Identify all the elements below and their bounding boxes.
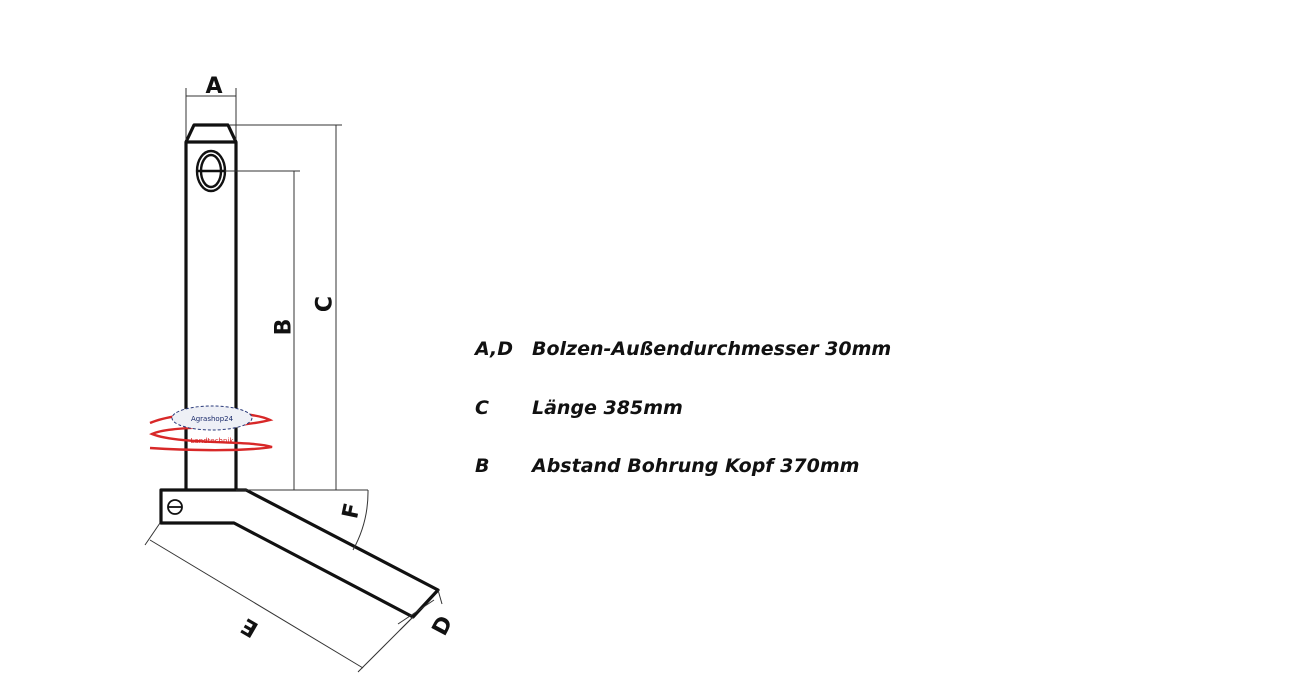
legend-key: A,D	[475, 338, 514, 360]
dim-label-b: B	[272, 319, 297, 336]
pin-bent-base	[159, 488, 440, 619]
dim-label-f: F	[338, 501, 366, 521]
watermark-tagline: Landtechnik	[191, 437, 235, 445]
cross-hole	[195, 149, 227, 193]
base-hole	[167, 499, 183, 515]
legend-description: Abstand Bohrung Kopf 370mm	[532, 455, 860, 477]
dim-label-c: C	[313, 296, 338, 312]
dim-label-a: A	[205, 74, 222, 99]
legend-description: Bolzen-Außendurchmesser 30mm	[532, 338, 892, 360]
watermark-shop-name: Agrashop24	[191, 415, 234, 423]
watermark-logo: Agrashop24 Landtechnik	[149, 405, 274, 452]
legend-description: Länge 385mm	[532, 396, 683, 419]
legend-key: C	[475, 396, 489, 419]
dim-label-e: E	[237, 612, 263, 641]
legend-key: B	[475, 455, 490, 477]
dimension-lines	[144, 88, 443, 673]
dim-label-d: D	[428, 612, 459, 640]
pin-shaft	[184, 123, 238, 490]
